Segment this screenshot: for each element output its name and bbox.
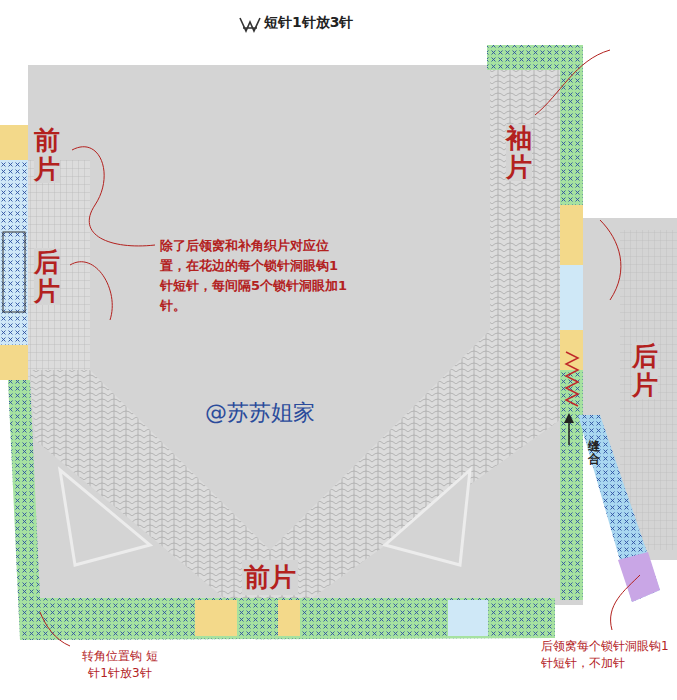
part-name: 前片: [242, 560, 298, 595]
part-name: 后片: [34, 248, 60, 305]
part-name: 前片: [34, 126, 60, 183]
part-name: 袖片: [506, 124, 532, 181]
seam-label: 缝合: [588, 440, 600, 466]
instruction-note: 除了后领窝和补角织片对应位置，在花边的每个锁针洞眼钩1针短针，每间隔5个锁针洞眼…: [160, 236, 350, 317]
corner-note: 转角位置钩 短针1针放3针: [78, 648, 162, 682]
part-name: 后片: [632, 342, 658, 399]
chart-title: 短针1针放3针: [264, 14, 353, 32]
watermark: @苏苏姐家: [205, 398, 315, 428]
neck-note: 后领窝每个锁针洞眼钩1针短针，不加针: [541, 638, 669, 672]
